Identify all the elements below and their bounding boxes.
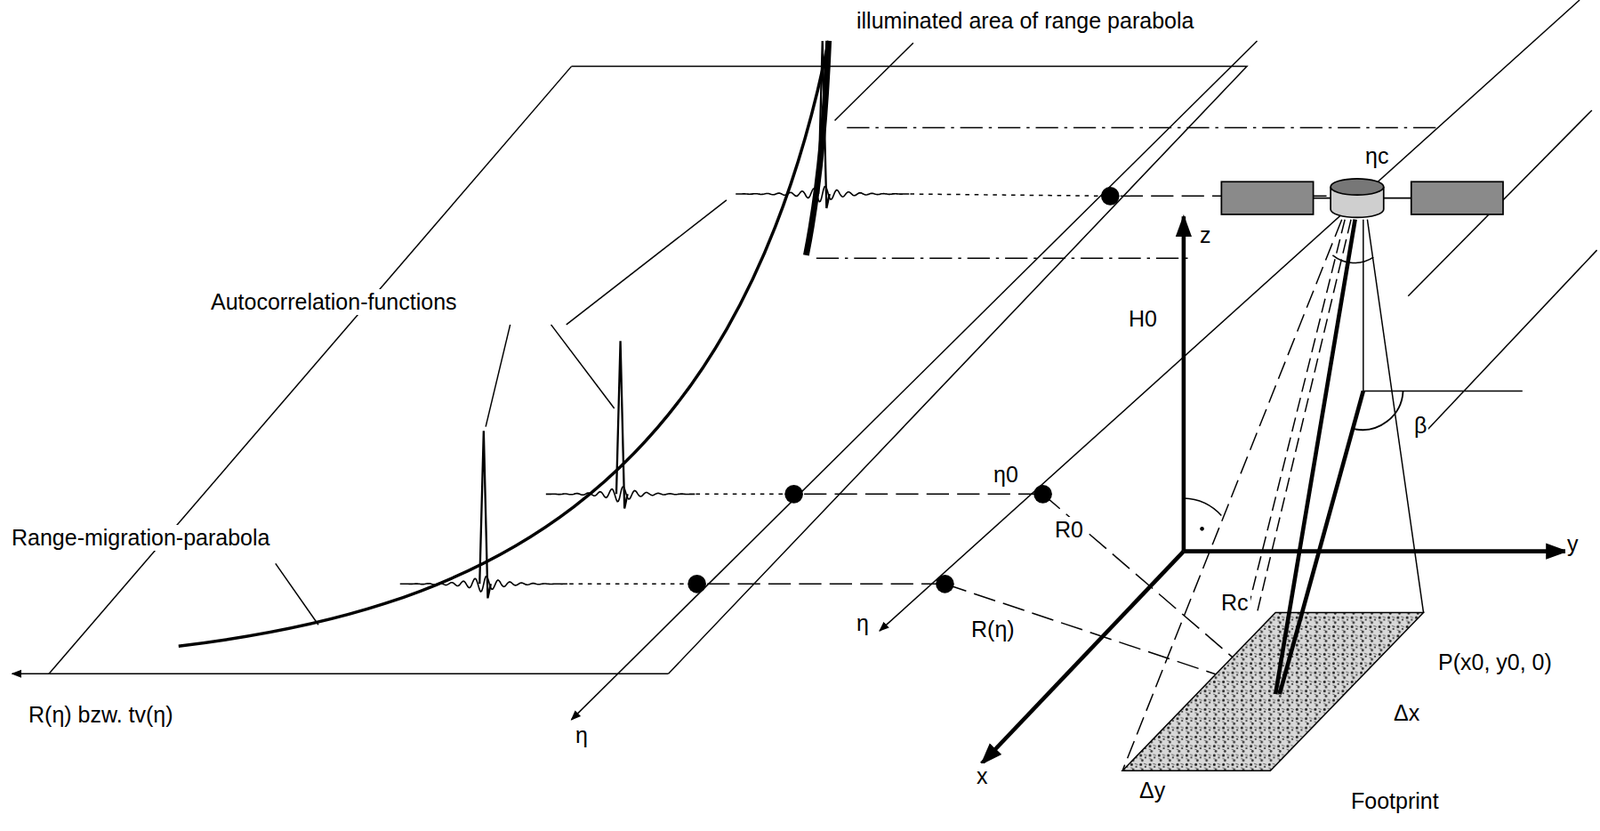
diagram-label: illuminated area of range parabola [854,8,1196,34]
diagram-label: x [974,763,990,789]
autocorrelation-wave [616,340,628,508]
diagram-label: Autocorrelation-functions [209,289,459,315]
diagram-label: R(η) bzw. tv(η) [26,701,176,728]
diagram-label: Footprint [1349,787,1441,814]
diagram-label: ηc [1363,143,1391,169]
autocorrelation-wave [735,185,909,202]
diagram-label: η0 [991,461,1021,488]
diagram-label: β [1412,412,1429,439]
diagram-label: Range-migration-parabola [9,524,272,551]
diagram-label: Δy [1137,777,1167,804]
diagram-label: H0 [1126,305,1159,332]
diagram-label: y [1565,530,1581,557]
diagram-label: P(x0, y0, 0) [1436,649,1554,676]
diagram-label: R(η) [969,616,1017,643]
diagram-label: η [573,722,590,748]
diagram-label: Δx [1391,699,1422,726]
diagram-label: η [854,610,871,636]
diagram-label: R0 [1053,516,1086,543]
diagram-label: Rc [1219,589,1251,616]
autocorrelation-wave [400,576,568,592]
autocorrelation-wave [546,486,696,502]
diagram-label: z [1197,222,1214,249]
autocorrelation-wave [479,430,491,598]
autocorrelation-wave [818,40,830,209]
